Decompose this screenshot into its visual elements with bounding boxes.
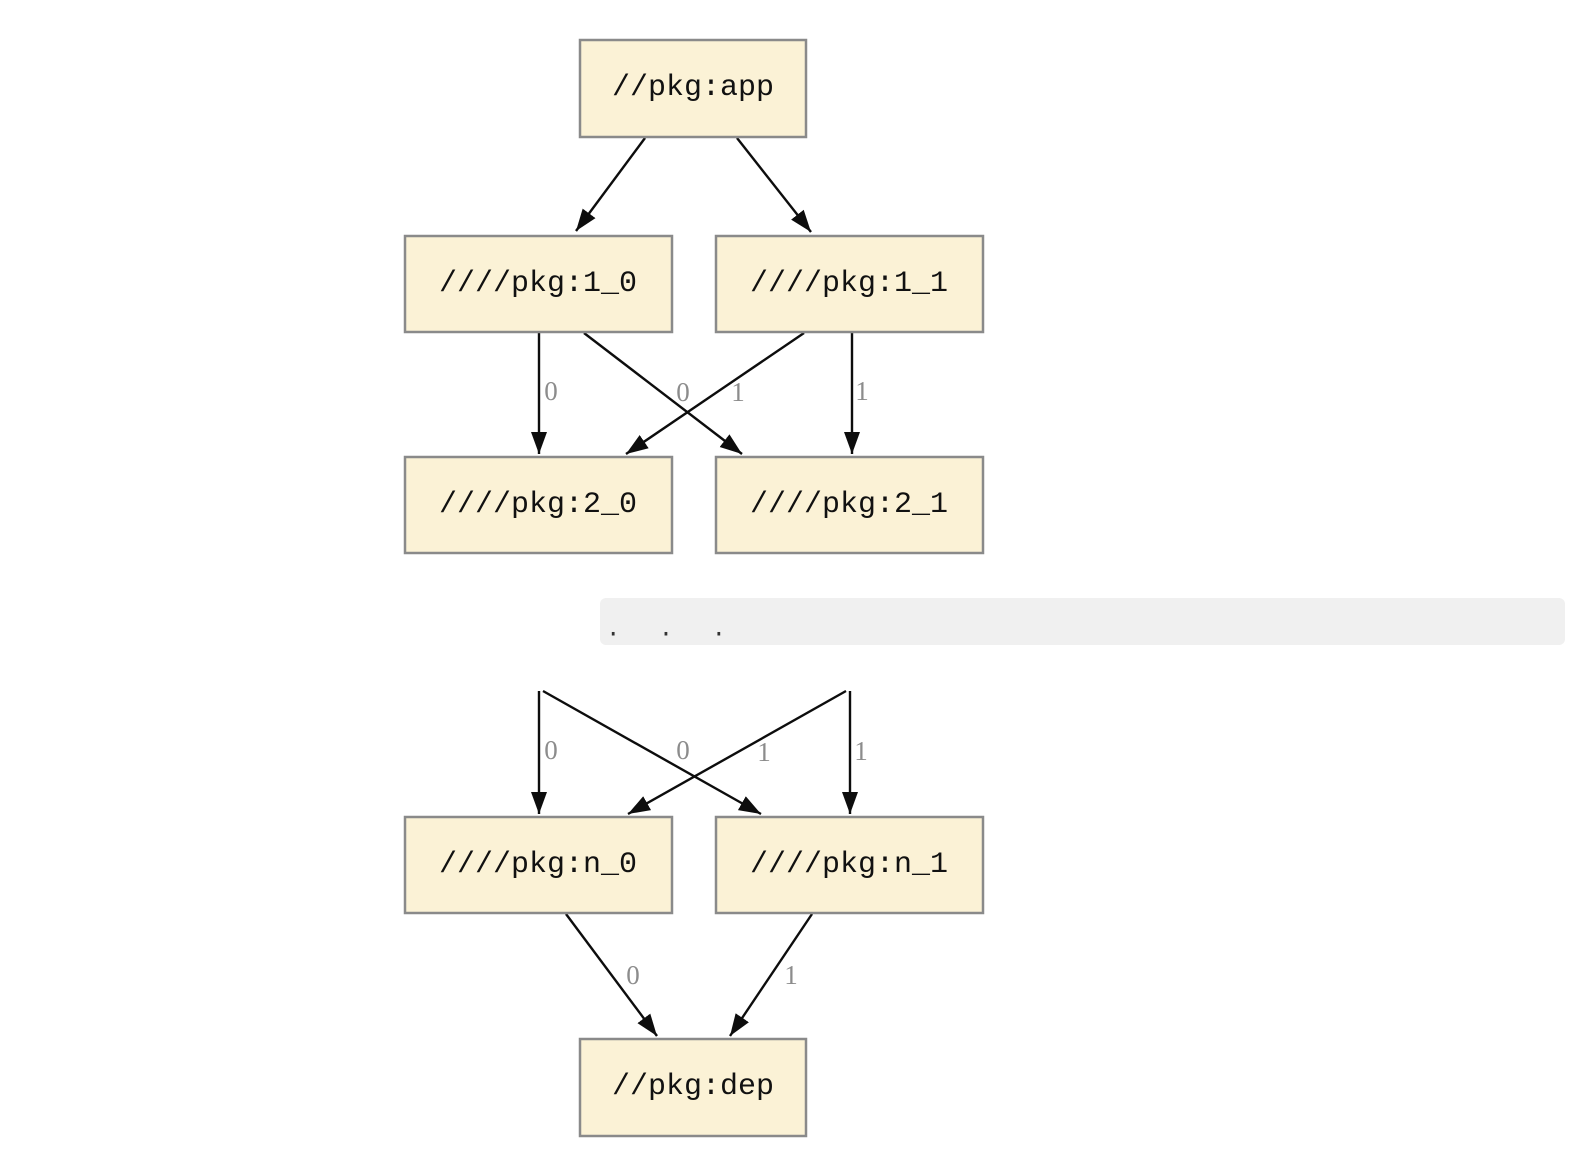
- node-box: [714, 815, 985, 915]
- node-box: [403, 815, 674, 915]
- node-label: ////pkg:n_1: [750, 848, 948, 882]
- edge-hidden-to-n_1: [542, 689, 762, 816]
- ellipsis-text: . . .: [606, 617, 726, 644]
- edge-label: 1: [784, 960, 798, 990]
- node-pkg-1_0: ////pkg:1_0: [403, 234, 674, 334]
- edge-label: 1: [855, 376, 869, 406]
- edge-n_0-to-dep: [565, 913, 658, 1037]
- node-label: ////pkg:1_1: [750, 267, 948, 301]
- node-box: [578, 38, 808, 139]
- edge-hidden-to-n_0: [627, 689, 847, 816]
- edge-label: 0: [544, 376, 558, 406]
- edge-app-to-1_0: [575, 137, 646, 232]
- node-label: ////pkg:2_0: [439, 488, 637, 522]
- node-pkg-n_1: ////pkg:n_1: [714, 815, 985, 915]
- node-pkg-2_1: ////pkg:2_1: [714, 455, 985, 555]
- node-label: ////pkg:n_0: [439, 848, 637, 882]
- edge-label: 1: [731, 377, 745, 407]
- node-box: [403, 455, 674, 555]
- node-label: ////pkg:1_0: [439, 267, 637, 301]
- edge-n_1-to-dep: [729, 913, 813, 1037]
- edge-label: 0: [626, 960, 640, 990]
- node-label: //pkg:dep: [612, 1070, 774, 1104]
- edge-label: 0: [544, 735, 558, 765]
- node-pkg-2_0: ////pkg:2_0: [403, 455, 674, 555]
- node-pkg-n_0: ////pkg:n_0: [403, 815, 674, 915]
- edge-label: 0: [676, 377, 690, 407]
- node-pkg-dep: //pkg:dep: [578, 1037, 808, 1138]
- node-box: [403, 234, 674, 334]
- ellipsis-separator: . . .: [600, 598, 1565, 645]
- edge-label: 0: [676, 735, 690, 765]
- node-box: [714, 455, 985, 555]
- node-box: [714, 234, 985, 334]
- edge-label: 1: [757, 737, 771, 767]
- ellipsis-background: [600, 598, 1565, 645]
- edge-app-to-1_1: [736, 137, 812, 233]
- edge-1_0-to-2_1: [583, 332, 743, 455]
- node-pkg-app: //pkg:app: [578, 38, 808, 139]
- node-label: ////pkg:2_1: [750, 488, 948, 522]
- node-pkg-1_1: ////pkg:1_1: [714, 234, 985, 334]
- node-label: //pkg:app: [612, 71, 774, 105]
- node-box: [578, 1037, 808, 1138]
- edge-1_1-to-2_0: [625, 332, 805, 455]
- edge-label: 1: [854, 736, 868, 766]
